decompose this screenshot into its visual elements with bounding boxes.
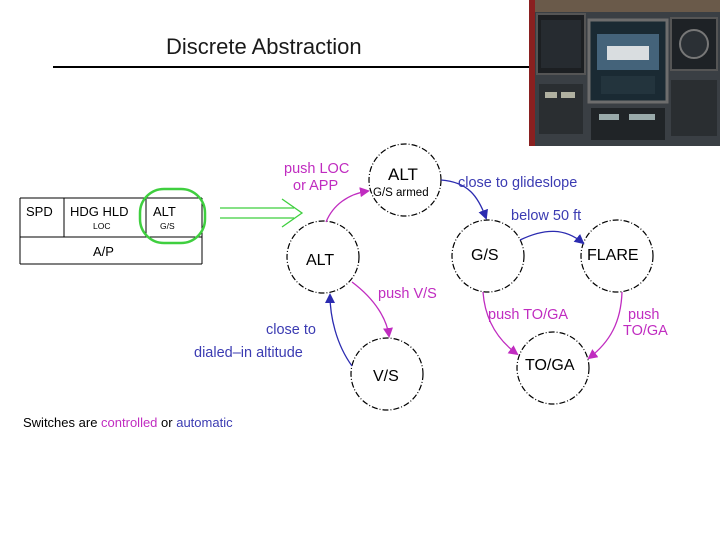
transition-push-toga-from-gs [482,291,519,356]
cockpit-photo-image [529,0,720,146]
transition-push-vs [351,281,393,338]
panel-gs-label: G/S [160,221,175,231]
state-toga [516,331,590,405]
state-flare [580,219,654,293]
transition-push-toga-from-flare [587,291,623,360]
transition-push-loc [325,187,370,223]
state-alt [286,220,360,294]
state-vs [350,337,424,411]
transition-close-to-dialed-altitude [325,293,353,367]
label-close-to: close to [266,322,316,338]
transition-below-50ft [519,230,585,245]
state-gs [451,219,525,293]
abstraction-arrow [220,198,304,228]
state-vs-label: V/S [373,368,399,385]
state-flare-label: FLARE [587,247,639,264]
label-toga: TO/GA [623,323,668,339]
state-gs-label: G/S [471,247,499,264]
panel-loc-label: LOC [93,221,110,231]
panel-spd-label: SPD [26,204,53,219]
label-dialed-in-altitude: dialed–in altitude [194,345,303,361]
panel-alt-label: ALT [153,204,176,219]
footnote: Switches are controlled or automatic [23,415,233,430]
footnote-controlled: controlled [101,415,158,430]
cockpit-photo [529,0,720,146]
label-push: push [628,307,659,323]
footnote-middle: or [157,415,177,430]
engaged-mode-highlight [138,187,207,245]
state-toga-label: TO/GA [525,357,575,374]
label-below-50ft: below 50 ft [511,208,581,224]
footnote-prefix: Switches are [23,415,102,430]
label-push-vs: push V/S [378,286,437,302]
state-alt-gs-armed-label: ALT [388,165,418,184]
state-alt-label: ALT [306,252,334,269]
footnote-automatic: automatic [176,415,233,430]
label-push-loc: push LOC [284,161,349,177]
panel-hdg-hld-label: HDG HLD [70,204,129,219]
transition-close-to-glideslope [440,179,488,220]
label-close-to-glideslope: close to glideslope [458,175,577,191]
label-push-toga: push TO/GA [488,307,568,323]
state-alt-gs-armed-sublabel: G/S armed [373,187,429,199]
slide-title: Discrete Abstraction [166,34,362,59]
label-or-app: or APP [293,178,338,194]
title-underline [53,66,537,68]
panel-ap-label: A/P [93,244,114,259]
